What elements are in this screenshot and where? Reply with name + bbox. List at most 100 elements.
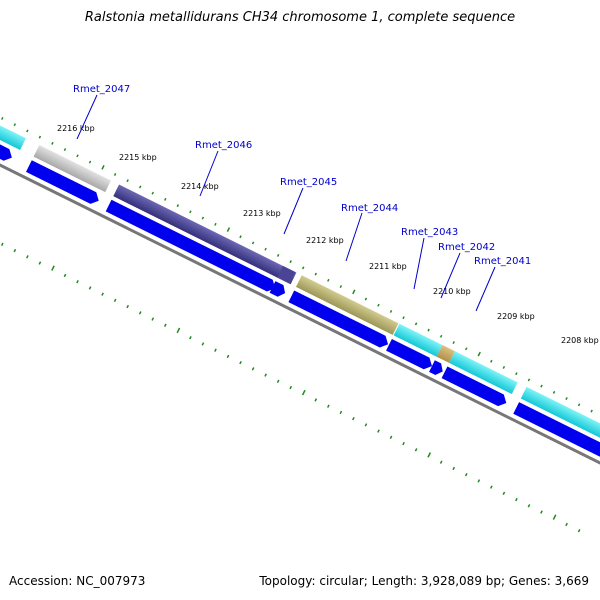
scale-tick xyxy=(552,514,557,520)
scale-tick xyxy=(138,185,142,189)
cog-feature-cyan-right[interactable] xyxy=(520,386,600,449)
scale-tick xyxy=(477,479,481,483)
scale-tick xyxy=(13,248,17,253)
scale-tick xyxy=(490,485,493,489)
kbp-label: 2214 kbp xyxy=(181,182,219,191)
cog-feature-rmet2042[interactable] xyxy=(436,345,455,363)
kbp-label: 2209 kbp xyxy=(497,312,535,321)
scale-tick xyxy=(276,379,280,383)
scale-tick xyxy=(389,435,393,440)
leader-line xyxy=(413,237,425,290)
kbp-label: 2213 kbp xyxy=(243,209,281,218)
cds-arrow[interactable] xyxy=(429,360,446,377)
scale-tick xyxy=(402,316,405,320)
scale-tick xyxy=(289,385,293,390)
scale-tick xyxy=(163,323,167,327)
kbp-label: 2212 kbp xyxy=(306,236,344,245)
cog-feature-rmet2045[interactable] xyxy=(277,265,296,284)
gene-labels: Rmet_2047 Rmet_2046 Rmet_2045 Rmet_2044 … xyxy=(73,84,531,312)
scale-tick xyxy=(189,336,192,340)
scale-tick xyxy=(76,154,79,158)
scale-tick xyxy=(364,423,368,427)
gene-label-rmet2042[interactable]: Rmet_2042 xyxy=(438,242,495,253)
gene-label-rmet2045[interactable]: Rmet_2045 xyxy=(280,177,337,188)
scale-tick xyxy=(113,173,117,176)
scale-tick xyxy=(0,242,4,247)
scale-tick xyxy=(138,311,142,315)
cds-arrow[interactable] xyxy=(105,199,278,294)
cds-arrow[interactable] xyxy=(26,160,102,206)
cog-feature-rmet2047[interactable] xyxy=(33,144,111,193)
kbp-label: 2215 kbp xyxy=(119,153,157,162)
scale-tick xyxy=(1,117,4,120)
scale-tick xyxy=(552,390,556,394)
scale-tick xyxy=(490,359,493,363)
scale-tick xyxy=(51,141,54,145)
scale-tick xyxy=(126,304,130,309)
scale-tick xyxy=(352,289,356,295)
kbp-label: 2208 kbp xyxy=(561,336,599,345)
cog-feature-rmet2041[interactable] xyxy=(449,351,518,395)
outer-tick-row xyxy=(1,117,593,413)
gene-label-rmet2044[interactable]: Rmet_2044 xyxy=(341,203,398,214)
scale-tick xyxy=(63,273,67,278)
cds-track xyxy=(0,132,600,464)
kbp-label: 2211 kbp xyxy=(369,262,407,271)
cog-feature-cyan-left[interactable] xyxy=(0,116,26,150)
scale-tick xyxy=(151,191,154,195)
cds-arrow[interactable] xyxy=(269,281,288,299)
gene-label-rmet2047[interactable]: Rmet_2047 xyxy=(73,84,130,95)
scale-tick xyxy=(327,278,330,282)
cog-feature-rmet2043[interactable] xyxy=(393,323,443,357)
scale-tick xyxy=(427,452,432,458)
scale-tick xyxy=(577,529,581,533)
scale-tick xyxy=(176,204,180,208)
scale-tick xyxy=(452,341,455,345)
scale-tick xyxy=(226,227,231,232)
scale-tick xyxy=(590,409,593,413)
scale-tick xyxy=(439,460,443,464)
leader-line xyxy=(475,266,496,312)
scale-tick xyxy=(289,260,292,264)
scale-tick xyxy=(389,309,393,313)
scale-tick xyxy=(189,210,192,214)
gene-label-rmet2043[interactable]: Rmet_2043 xyxy=(401,227,458,238)
cog-feature-rmet2046[interactable] xyxy=(113,184,297,285)
cds-arrow[interactable] xyxy=(513,402,600,464)
gene-label-rmet2041[interactable]: Rmet_2041 xyxy=(474,256,531,267)
gene-label-rmet2046[interactable]: Rmet_2046 xyxy=(195,140,252,151)
accession-text: Accession: NC_007973 xyxy=(9,574,146,588)
scale-tick xyxy=(88,286,92,290)
scale-tick xyxy=(239,235,242,239)
scale-tick xyxy=(439,334,443,338)
backbone-line xyxy=(0,134,600,475)
scale-tick xyxy=(239,360,242,365)
scale-tick xyxy=(452,466,456,471)
cog-feature-rmet2044[interactable] xyxy=(296,275,399,335)
scale-tick xyxy=(63,148,67,152)
scale-tick xyxy=(339,285,343,288)
cds-arrow[interactable] xyxy=(0,132,15,163)
scale-tick xyxy=(264,373,267,377)
scale-tick xyxy=(377,303,380,307)
cds-arrow[interactable] xyxy=(441,366,510,409)
scale-tick xyxy=(414,448,418,452)
scale-tick xyxy=(314,398,318,402)
leader-line xyxy=(283,187,304,235)
scale-tick xyxy=(264,247,267,251)
far-tick-row xyxy=(0,242,581,533)
scale-tick xyxy=(76,280,79,284)
cds-arrow[interactable] xyxy=(288,290,391,350)
scale-tick xyxy=(214,348,217,352)
scale-tick xyxy=(527,378,531,382)
scale-tick xyxy=(540,510,543,514)
scale-tick xyxy=(38,135,42,139)
cds-arrow[interactable] xyxy=(386,338,435,372)
scale-tick xyxy=(352,416,355,421)
scale-tick xyxy=(226,354,230,359)
scale-tick xyxy=(101,165,105,170)
kbp-label: 2216 kbp xyxy=(57,124,95,133)
scale-tick xyxy=(402,441,405,446)
